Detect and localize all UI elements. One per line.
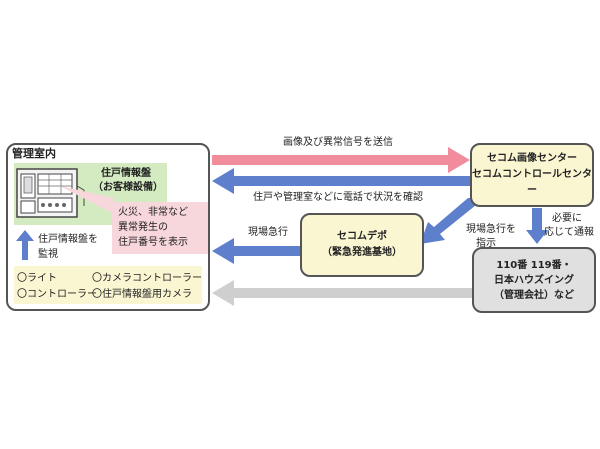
monitor-up-arrow — [16, 230, 34, 260]
instruct-label-line1: 現場急行を — [466, 224, 516, 235]
info-panel-title-line2: （お客様設備） — [93, 182, 163, 193]
instruct-arrow — [420, 198, 476, 244]
legend-item-light: 〇ライト — [17, 273, 57, 284]
phone-confirm-arrow — [212, 168, 470, 194]
police-line2: 日本ハウズイング — [494, 274, 574, 286]
alarm-line3: 住戸番号を表示 — [118, 237, 188, 248]
secom-depot-line2: （緊急発進基地） — [322, 247, 402, 258]
monitor-label-line1: 住戸情報盤を — [38, 234, 98, 245]
alarm-line1: 火災、非常など — [118, 207, 188, 218]
police-line1: 110番 119番・ — [496, 259, 572, 271]
secom-center-line2: セコムコントロールセンター — [472, 169, 592, 196]
police-company-box: 110番 119番・ 日本ハウズイング （管理会社）など — [472, 247, 596, 313]
secom-center-line1: セコム画像センター — [487, 153, 577, 164]
phone-confirm-label: 住戸や管理室などに電話で状況を確認 — [253, 192, 423, 203]
info-panel-device-icon — [16, 168, 85, 218]
alarm-callout-pointer — [60, 186, 114, 214]
rush-arrow — [212, 238, 300, 264]
equipment-legend — [14, 266, 202, 304]
management-room-title: 管理室内 — [12, 147, 56, 160]
notify-label-line2: 応じて通報 — [544, 227, 594, 238]
alarm-callout-box — [112, 202, 208, 254]
notify-label-line1: 必要に — [552, 213, 582, 224]
report-gray-arrow — [212, 280, 472, 306]
legend-item-panel-camera: 〇住戸情報盤用カメラ — [92, 289, 192, 300]
police-line3: （管理会社）など — [494, 289, 574, 301]
monitor-label-line2: 監視 — [38, 249, 58, 260]
info-panel-title-line1: 住戸情報盤 — [101, 168, 151, 179]
send-signal-label: 画像及び異常信号を送信 — [283, 137, 393, 148]
alarm-line2: 異常発生の — [118, 222, 168, 233]
legend-item-camera-controller: 〇カメラコントローラー — [92, 273, 202, 284]
legend-item-controller: 〇コントローラー — [17, 289, 97, 300]
notify-down-arrow — [526, 208, 548, 244]
instruct-label-line2: 指示 — [476, 238, 496, 249]
secom-depot-box: セコムデポ （緊急発進基地） — [300, 213, 424, 277]
rush-label: 現場急行 — [248, 227, 288, 238]
secom-center-box: セコム画像センター セコムコントロールセンター — [470, 143, 594, 207]
send-signal-arrow — [212, 147, 470, 173]
secom-depot-line1: セコムデポ — [337, 231, 387, 242]
